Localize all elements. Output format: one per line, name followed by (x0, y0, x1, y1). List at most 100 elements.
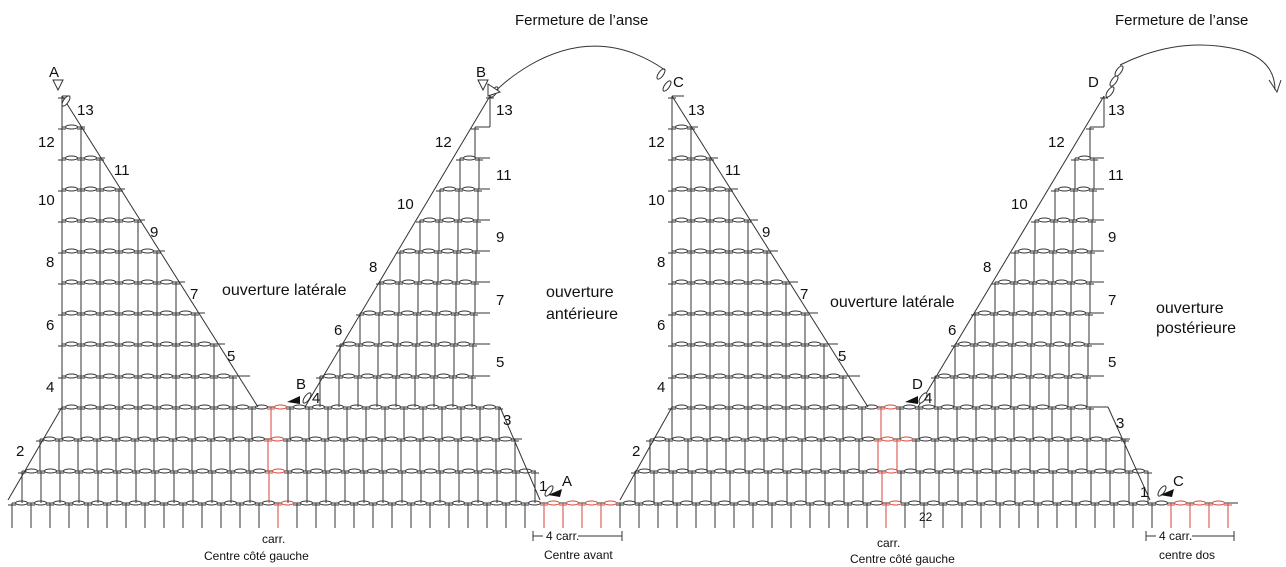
chain-stitch (732, 373, 745, 379)
chain-stitch (84, 373, 97, 379)
chain-stitch (424, 468, 437, 474)
chain-stitch (103, 373, 116, 379)
chain-stitch (366, 436, 379, 442)
chain-stitch (1033, 373, 1046, 379)
chain-stitch (1077, 186, 1090, 192)
chain-stitch (957, 373, 970, 379)
centre-back-label: centre dos (1159, 548, 1215, 562)
chain-stitch (870, 500, 883, 506)
chain-stitch (713, 186, 726, 192)
edge-line (1107, 406, 1151, 501)
chain-stitch (103, 248, 116, 254)
row-number: 7 (496, 292, 504, 309)
chain-stitch (198, 373, 211, 379)
chain-stitch (908, 500, 921, 506)
four-carr-label-1: 4 carr. (546, 529, 579, 543)
row-number: 13 (77, 102, 94, 119)
chain-stitch (43, 436, 56, 442)
chain-stitch (718, 500, 731, 506)
chain-stitch (918, 392, 928, 404)
chain-stitch (363, 310, 376, 316)
chain-stitch (217, 373, 230, 379)
chain-stitch (1053, 341, 1066, 347)
anterior-opening-label-line-1: ouverture (546, 284, 614, 301)
chain-stitch (403, 248, 416, 254)
dimension-line-2 (1145, 531, 1235, 541)
chain-stitch (195, 436, 208, 442)
chain-stitch (138, 436, 151, 442)
chain-stitch (323, 373, 336, 379)
chain-stitch (400, 341, 413, 347)
chain-stitch (978, 310, 991, 316)
row-number: 5 (227, 348, 235, 365)
chain-stitch (604, 500, 617, 506)
chain-stitch (463, 155, 476, 161)
handle-closing-arc-1 (491, 45, 666, 96)
chain-stitch (1074, 279, 1087, 285)
chain-stitch (752, 468, 765, 474)
chain-stitch (1058, 186, 1071, 192)
chain-stitch (179, 310, 192, 316)
chain-stitch (998, 279, 1011, 285)
chain-stitch (1094, 468, 1107, 474)
chain-stitch (443, 468, 456, 474)
row-number: 8 (657, 254, 665, 271)
chain-stitch (732, 310, 745, 316)
chain-stitch (499, 436, 512, 442)
chain-stitch (422, 248, 435, 254)
chain-stitch (1075, 468, 1088, 474)
chain-stitch (139, 468, 152, 474)
chain-stitch (215, 468, 228, 474)
chain-stitch (713, 217, 726, 223)
four-carr-label-2: 4 carr. (1159, 529, 1192, 543)
chain-stitch (309, 436, 322, 442)
chain-stitch (694, 217, 707, 223)
carr-label-2: carr. (877, 536, 900, 550)
chain-stitch (1018, 248, 1031, 254)
open-triangle-icon (477, 79, 489, 92)
chain-stitch (919, 436, 932, 442)
chain-stitch (369, 404, 382, 410)
row-number: 3 (1116, 415, 1124, 432)
marker-b-top: B (476, 64, 486, 81)
row-number: 13 (688, 102, 705, 119)
chain-stitch (1017, 279, 1030, 285)
chain-stitch (62, 436, 75, 442)
chain-stitch (786, 436, 799, 442)
chain-stitch (462, 186, 475, 192)
chain-stitch (657, 468, 670, 474)
chain-stitch (813, 500, 826, 506)
chain-stitch (770, 404, 783, 410)
chain-stitch (1073, 310, 1086, 316)
chain-stitch (1057, 217, 1070, 223)
chain-stitch (694, 341, 707, 347)
row-number: 9 (1108, 229, 1116, 246)
chain-stitch (865, 404, 878, 410)
chain-stitch (1075, 248, 1088, 254)
chain-stitch (65, 373, 78, 379)
chain-stitch (1114, 65, 1124, 77)
chain-stitch (1038, 217, 1051, 223)
chain-stitch (1155, 500, 1168, 506)
open-triangle-icon (52, 79, 64, 92)
chain-stitch (1052, 436, 1065, 442)
arrow-icon (1268, 79, 1282, 94)
chain-stitch (441, 248, 454, 254)
chain-stitch (61, 95, 71, 107)
chain-stitch (1033, 436, 1046, 442)
chain-stitch (1052, 373, 1065, 379)
row-number: 2 (16, 443, 24, 460)
chain-stitch (675, 124, 688, 130)
chain-stitch (675, 248, 688, 254)
chain-stitch (881, 436, 894, 442)
chain-stitch (672, 436, 685, 442)
chain-stitch (809, 468, 822, 474)
chain-stitch (103, 279, 116, 285)
chain-stitch (976, 373, 989, 379)
chain-stitch (714, 468, 727, 474)
edge-line (619, 406, 673, 501)
chain-stitch (694, 279, 707, 285)
chain-stitch (122, 404, 135, 410)
row-number: 9 (150, 224, 158, 241)
chain-stitch (1090, 436, 1103, 442)
